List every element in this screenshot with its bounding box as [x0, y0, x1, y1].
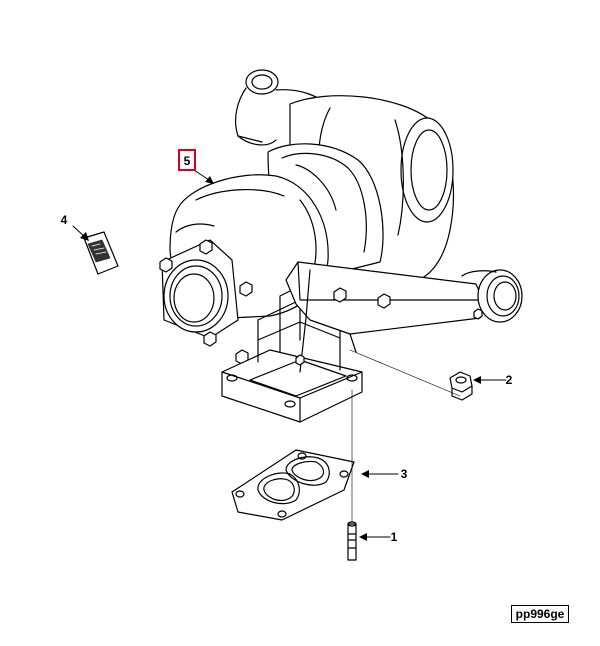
data-tag-part — [83, 231, 119, 275]
callout-5-highlight-box — [178, 149, 196, 171]
assembly-leader-lines — [349, 349, 461, 523]
compressor-inlet-pipe — [234, 69, 331, 146]
stud-part — [347, 521, 357, 561]
nut-part — [449, 371, 473, 401]
exhaust-outlet-flange — [159, 239, 253, 365]
arrow-heads — [80, 176, 481, 541]
reference-code-box: pp996ge — [511, 605, 569, 623]
callout-2-label: 2 — [506, 373, 513, 387]
callout-5-label: 5 — [184, 154, 191, 168]
callout-3-label: 3 — [401, 467, 408, 481]
flange-bolts — [159, 239, 253, 365]
compressor-outlet — [461, 269, 523, 323]
callout-4-label: 4 — [61, 213, 68, 227]
gasket-part — [231, 449, 355, 521]
support-bracket — [285, 261, 485, 373]
callout-1-label: 1 — [391, 530, 398, 544]
turbocharger-assembly — [159, 69, 523, 423]
